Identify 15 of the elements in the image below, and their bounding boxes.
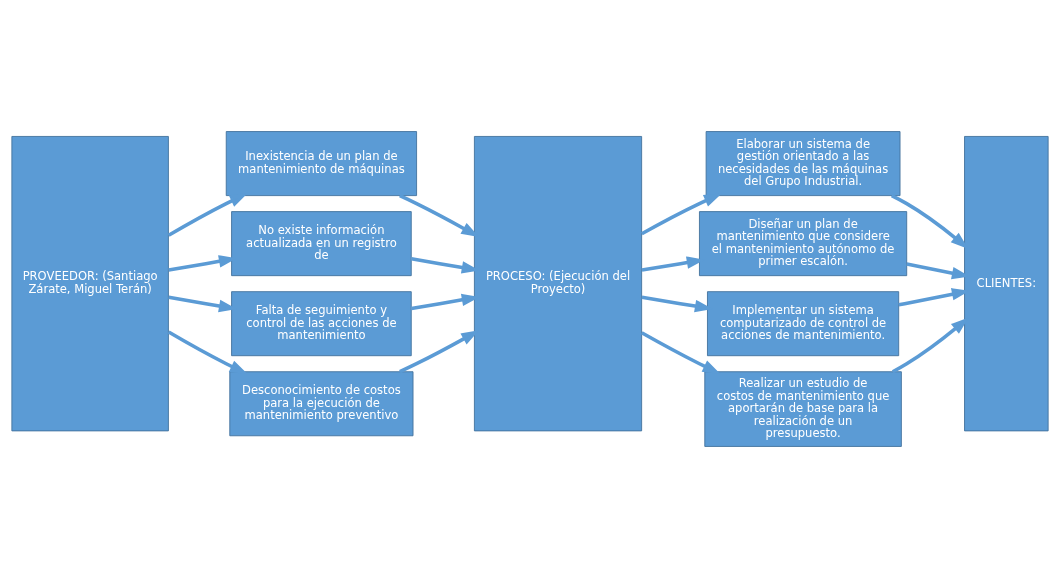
node-box: Desconocimiento de costos para la ejecución de mantenimiento preventivo (229, 371, 414, 437)
node-box: Inexistencia de un plan de mantenimiento de máquinas (225, 131, 418, 197)
node-box: Falta de seguimiento y control de las acciones de mantenimiento (231, 291, 412, 357)
node-box: CLIENTES: (964, 136, 1049, 432)
arrow (167, 330, 248, 374)
arrow (640, 193, 722, 236)
node-box: PROVEEDOR: (Santiago Zárate, Miguel Terán) (11, 136, 169, 432)
arrow (167, 193, 248, 237)
node-box: PROCESO: (Ejecución del Proyecto) (473, 136, 643, 432)
node-box: No existe información actualizada en un registro de (231, 211, 412, 277)
node-box: Realizar un estudio de costos de mantenimiento que aportarán de base para la realización de un presupuesto. (704, 371, 902, 447)
node-box: Implementar un sistema computarizado de control de acciones de mantenimiento. (707, 291, 900, 357)
node-box: Elaborar un sistema de gestión orientado a las necesidades de las máquinas del Grupo Industrial. (705, 131, 901, 197)
node-box: Diseñar un plan de mantenimiento que considere el mantenimiento autónomo de primer escalón. (699, 211, 908, 277)
arrow (640, 331, 721, 374)
